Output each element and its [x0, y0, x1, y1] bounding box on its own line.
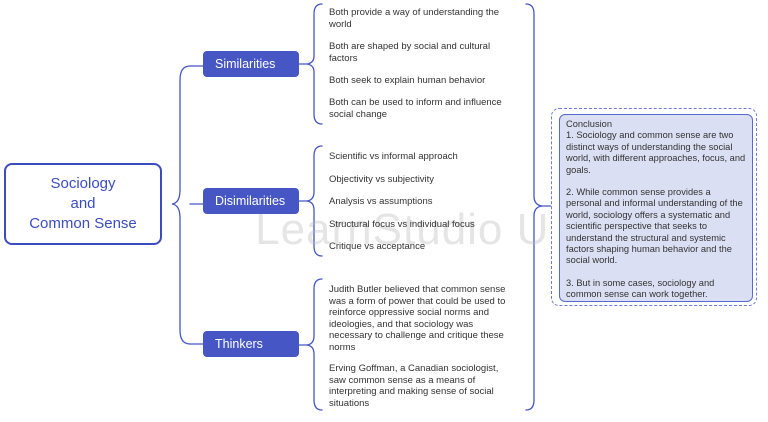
conclusion-point: 1. Sociology and common sense are two di…	[566, 130, 746, 175]
root-label-line: and	[70, 195, 96, 212]
leaf-similarity: Both provide a way of understanding the …	[329, 7, 500, 30]
root-node[interactable]: Sociology and Common Sense	[4, 163, 162, 245]
conclusion-point: 2. While common sense provides a persona…	[566, 187, 743, 266]
root-bracket	[171, 65, 191, 345]
leaf-similarity: Both can be used to inform and influence…	[329, 97, 502, 120]
branch-disimilarities[interactable]: Disimilarities	[203, 188, 299, 214]
branch-thinkers[interactable]: Thinkers	[203, 331, 299, 357]
conclusion-title: Conclusion	[566, 119, 612, 129]
conclusion-box[interactable]: Conclusion 1. Sociology and common sense…	[559, 114, 753, 302]
leaf-disimilarity: Scientific vs informal approach	[329, 151, 458, 162]
leaf-thinker: Erving Goffman, a Canadian sociologist, …	[329, 363, 499, 409]
leaf-disimilarity: Analysis vs assumptions	[329, 196, 433, 207]
conclusion-point: 3. But in some cases, sociology and comm…	[566, 277, 715, 300]
leaf-disimilarity: Structural focus vs individual focus	[329, 219, 475, 230]
root-label-line: Common Sense	[29, 215, 137, 232]
leaf-disimilarity: Critique vs acceptance	[329, 241, 426, 252]
leaf-similarity: Both seek to explain human behavior	[329, 75, 486, 86]
disimilarities-bracket	[306, 145, 323, 257]
leaf-disimilarity: Objectivity vs subjectivity	[329, 174, 435, 185]
root-label-line: Sociology	[50, 175, 116, 192]
thinkers-bracket	[306, 278, 323, 411]
similarities-bracket	[306, 3, 323, 125]
leaf-similarity: Both are shaped by social and cultural f…	[329, 41, 491, 64]
leaf-thinker: Judith Butler believed that common sense…	[329, 284, 506, 353]
branch-similarities[interactable]: Similarities	[203, 51, 299, 77]
conclusion-bracket	[525, 3, 543, 411]
